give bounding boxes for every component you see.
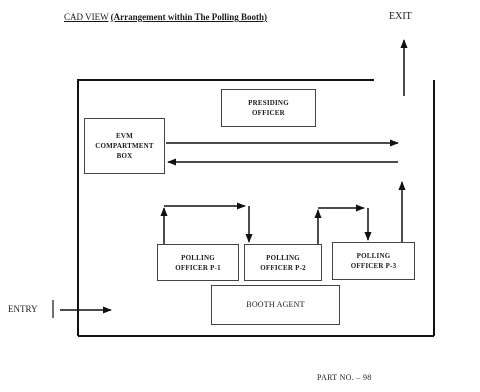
title-description: (Arrangement within The Polling Booth) (110, 12, 268, 22)
entry-label: ENTRY (8, 304, 38, 314)
booth-agent-label: BOOTH AGENT (246, 300, 305, 309)
polling-officer-p2-box: POLLING OFFICER P-2 (244, 244, 322, 281)
exit-label: EXIT (389, 11, 412, 22)
polling-officer-p3-label: POLLING OFFICER P-3 (350, 252, 397, 270)
polling-officer-p1-box: POLLING OFFICER P-1 (157, 244, 239, 281)
booth-agent-box: BOOTH AGENT (211, 285, 340, 325)
title-view: CAD VIEW (64, 12, 109, 22)
diagram-title: CAD VIEW (Arrangement within The Polling… (64, 12, 267, 22)
booth-wall-outer (77, 79, 374, 336)
polling-officer-p2-label: POLLING OFFICER P-2 (260, 253, 306, 272)
presiding-officer-box: PRESIDING OFFICER (221, 89, 316, 127)
evm-compartment-box: EVM COMPARTMENT BOX (84, 118, 165, 174)
part-number: PART NO. – 98 (317, 373, 372, 382)
presiding-officer-label: PRESIDING OFFICER (248, 99, 289, 117)
evm-compartment-label: EVM COMPARTMENT BOX (95, 132, 154, 160)
polling-officer-p1-label: POLLING OFFICER P-1 (175, 253, 221, 272)
polling-officer-p3-box: POLLING OFFICER P-3 (332, 242, 415, 280)
